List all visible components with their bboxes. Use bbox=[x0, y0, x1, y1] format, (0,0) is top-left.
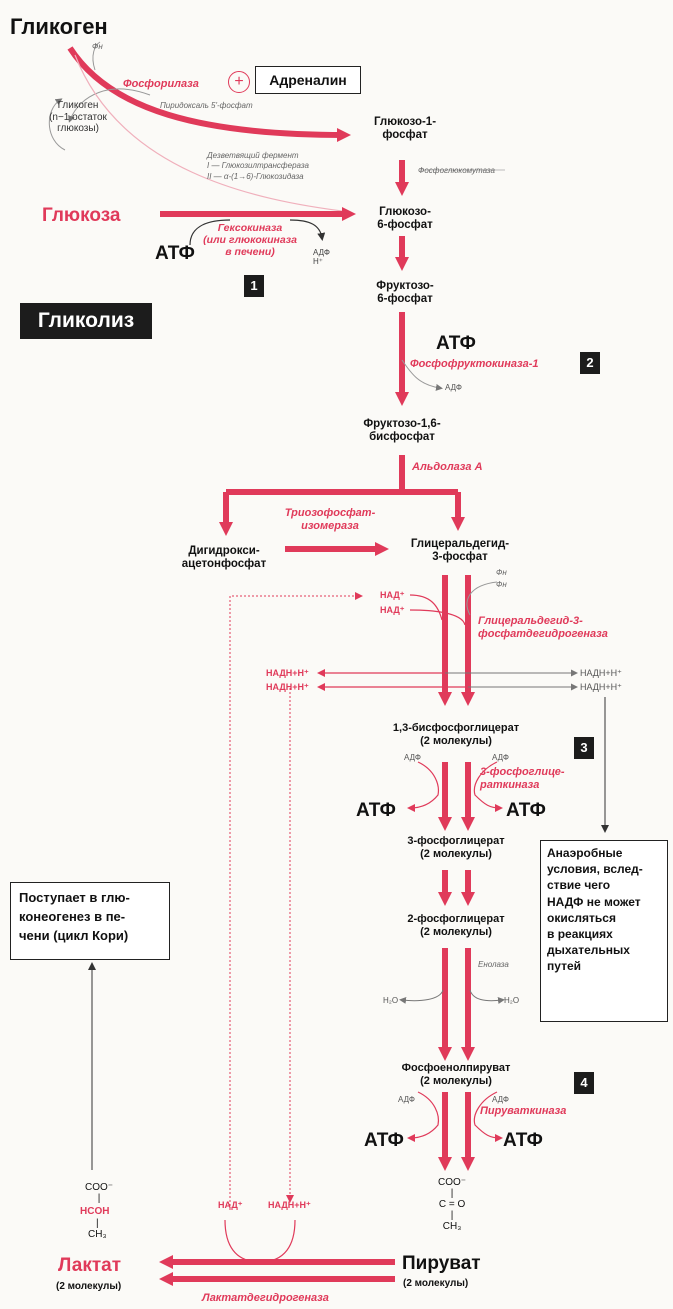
hexokinase-label: Гексокиназа (или глюкокиназа в печени) bbox=[203, 222, 297, 259]
nad-plus-2: НАД⁺ bbox=[380, 605, 405, 615]
step-3-badge: 3 bbox=[574, 737, 594, 759]
fructose-6-phosphate: Фруктозо- 6-фосфат bbox=[376, 280, 434, 306]
pfk-label: Фосфофруктокиназа-1 bbox=[410, 358, 539, 370]
pyruvate-count: (2 молекулы) bbox=[403, 1278, 469, 1289]
adp-h-hexokinase: АДФ H⁺ bbox=[313, 248, 330, 267]
pgk-label: 3-фосфоглице- раткиназа bbox=[480, 766, 565, 791]
nadh-left-2: НАДН+Н⁺ bbox=[266, 682, 309, 692]
phosphoenolpyruvate: Фосфоенолпируват (2 молекулы) bbox=[401, 1062, 511, 1087]
nadh-left-1: НАДН+Н⁺ bbox=[266, 668, 309, 678]
atp-pk-left: АТФ bbox=[364, 1130, 404, 1151]
phosphoglucomutase-label: Фосфоглюкомутаза bbox=[418, 166, 495, 175]
anaerobic-note-box: Анаэробные условия, вслед- ствие чего НА… bbox=[540, 840, 668, 1022]
glycolysis-badge: Гликолиз bbox=[20, 303, 152, 339]
3-phosphoglycerate: 3-фосфоглицерат (2 молекулы) bbox=[407, 835, 505, 860]
nad-plus-ldh: НАД⁺ bbox=[218, 1200, 243, 1210]
debranching-enzyme-label: Дезветвящий фермент I — Глюкозилтрансфер… bbox=[207, 151, 309, 181]
nadh-ldh: НАДН+Н⁺ bbox=[268, 1200, 311, 1210]
glycogen-remainder-label: Гликоген (n−1 остаток глюкозы) bbox=[49, 100, 107, 134]
step-2-badge: 2 bbox=[580, 352, 600, 374]
activation-plus-icon: + bbox=[228, 71, 250, 93]
adp-pfk: АДФ bbox=[445, 383, 462, 392]
lactate-label: Лактат bbox=[58, 1255, 122, 1276]
adp-pk-right: АДФ bbox=[492, 1095, 509, 1104]
lactate-formula-top: COO⁻ | bbox=[85, 1182, 114, 1204]
step-1-badge: 1 bbox=[244, 275, 264, 297]
pyruvate-label: Пируват bbox=[402, 1253, 481, 1274]
glucose-1-phosphate: Глюкозо-1- фосфат bbox=[373, 116, 437, 142]
atp-pk-right: АТФ bbox=[503, 1130, 543, 1151]
gapdh-label: Глицеральдегид-3- фосфатдегидрогеназа bbox=[478, 615, 608, 640]
atp-pgk-right: АТФ bbox=[506, 800, 546, 821]
h2o-right: H₂O bbox=[504, 996, 520, 1005]
atp-pgk-left: АТФ bbox=[356, 800, 396, 821]
triose-isomerase-label: Триозофосфат- изомераза bbox=[284, 507, 376, 532]
lactate-count: (2 молекулы) bbox=[56, 1281, 122, 1292]
lactate-formula-mid: HCOH bbox=[80, 1206, 110, 1217]
atp-hexokinase: АТФ bbox=[155, 243, 195, 264]
phosphate-label-top: Фн bbox=[92, 42, 103, 51]
nadh-right-1: НАДН+Н⁺ bbox=[580, 668, 622, 678]
step-4-badge: 4 bbox=[574, 1072, 594, 1094]
gluconeogenesis-note-box: Поступает в глю- конеогенез в пе- чени (… bbox=[10, 882, 170, 960]
adrenaline-box: Адреналин bbox=[255, 66, 361, 94]
enolase-label: Енолаза bbox=[478, 960, 509, 969]
dihydroxyacetone-phosphate: Дигидрокси- ацетонфосфат bbox=[181, 545, 267, 571]
adp-pk-left: АДФ bbox=[398, 1095, 415, 1104]
adp-pgk-left: АДФ bbox=[404, 753, 421, 762]
pk-label: Пируваткиназа bbox=[480, 1105, 567, 1117]
nad-plus-1: НАД⁺ bbox=[380, 590, 405, 600]
2-phosphoglycerate: 2-фосфоглицерат (2 молекулы) bbox=[407, 913, 505, 938]
nadh-right-2: НАДН+Н⁺ bbox=[580, 682, 622, 692]
pyruvate-formula: COO⁻ | C = O | CH₃ bbox=[438, 1177, 467, 1232]
glucose-6-phosphate: Глюкозо- 6-фосфат bbox=[377, 206, 433, 232]
phosphorylase-label: Фосфорилаза bbox=[123, 78, 199, 90]
pyridoxal-label: Пиридоксаль 5'-фосфат bbox=[160, 101, 253, 110]
glycogen-title: Гликоген bbox=[10, 14, 108, 39]
glyceraldehyde-3-phosphate: Глицеральдегид- 3-фосфат bbox=[410, 538, 510, 564]
13-bisphosphoglycerate: 1,3-бисфосфоглицерат (2 молекулы) bbox=[392, 722, 520, 747]
phosphate-label: Фн bbox=[496, 568, 507, 577]
adp-pgk-right: АДФ bbox=[492, 753, 509, 762]
h2o-left: H₂O bbox=[383, 996, 399, 1005]
atp-pfk: АТФ bbox=[436, 333, 476, 354]
fructose-1-6-bisphosphate: Фруктозо-1,6- бисфосфат bbox=[363, 418, 441, 444]
ldh-label: Лактатдегидрогеназа bbox=[202, 1292, 329, 1304]
glucose-label: Глюкоза bbox=[42, 205, 121, 226]
aldolase-label: Альдолаза А bbox=[412, 461, 483, 473]
phosphate-label-2: Фн bbox=[496, 580, 507, 589]
lactate-formula-bottom: | CH₃ bbox=[88, 1218, 107, 1240]
